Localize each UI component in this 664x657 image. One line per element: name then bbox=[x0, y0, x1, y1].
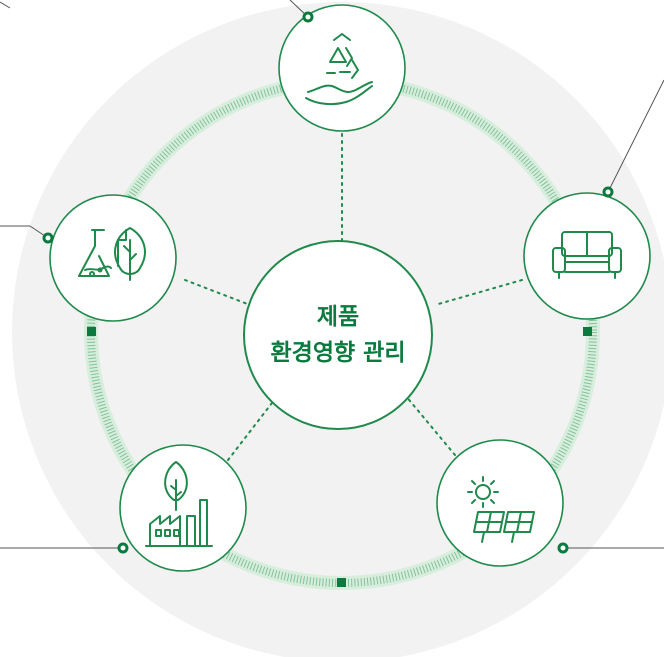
ring-marker-left bbox=[87, 327, 96, 336]
center-label-line2: 환경영향 관리 bbox=[270, 340, 406, 366]
sofa-icon bbox=[552, 231, 622, 279]
connector-dot-left bbox=[42, 232, 54, 244]
spokes bbox=[184, 119, 523, 461]
node-lab bbox=[49, 194, 177, 322]
node-furniture bbox=[523, 192, 651, 320]
node-solar bbox=[436, 439, 564, 567]
connector-dot-lower-left bbox=[117, 542, 129, 554]
center-circle bbox=[243, 240, 433, 430]
recycle-hand-icon bbox=[305, 33, 373, 106]
spoke-right bbox=[434, 279, 523, 306]
connector-dot-right bbox=[602, 186, 614, 198]
spoke-left bbox=[184, 279, 251, 306]
node-factory bbox=[119, 444, 247, 572]
leader-right bbox=[607, 79, 664, 193]
spoke-lower-left bbox=[227, 389, 283, 461]
ring-marker-right bbox=[583, 327, 592, 336]
node-recycle bbox=[278, 4, 406, 132]
connector-dots bbox=[42, 11, 614, 554]
eco-factory-icon bbox=[145, 461, 213, 547]
connector-dot-lower-right bbox=[557, 542, 569, 554]
ring-marker-bottom bbox=[337, 578, 346, 587]
center-label-line1: 제품 bbox=[316, 304, 360, 330]
leader-top-left bbox=[0, 1, 11, 9]
solar-panel-icon bbox=[467, 476, 535, 543]
spoke-lower-right bbox=[404, 394, 456, 456]
leader-lines bbox=[0, 0, 664, 549]
center-label: 제품 환경영향 관리 bbox=[243, 260, 433, 410]
connector-dot-top bbox=[302, 11, 314, 23]
flask-leaf-icon bbox=[78, 227, 146, 281]
